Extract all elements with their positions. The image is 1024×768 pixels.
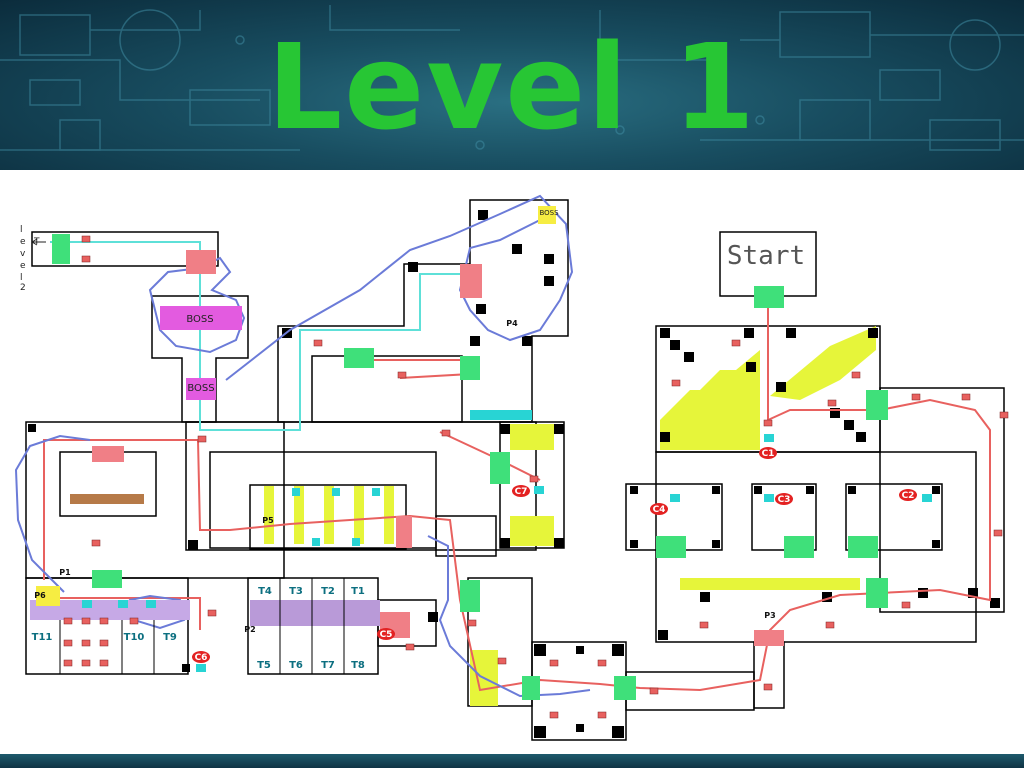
turret-cell-dividers [59, 578, 345, 674]
map-walls [25, 199, 1005, 741]
checkpoint-c5-badge [377, 628, 395, 640]
checkpoint-c1-badge [759, 447, 777, 459]
boss-area-bottom [186, 378, 216, 400]
turret-t9: T9 [163, 632, 177, 643]
turret-t2: T2 [321, 586, 335, 597]
side-letter-4: e [20, 261, 26, 271]
side-letter-2: e [20, 237, 26, 247]
checkpoint-c4: C4 [653, 505, 666, 515]
checkpoint-badges [192, 447, 917, 663]
turret-t1: T1 [351, 586, 365, 597]
turret-blocks [30, 410, 532, 626]
boss-area-top [160, 306, 242, 330]
key-items [82, 434, 932, 672]
turret-t10: T10 [124, 632, 145, 643]
player-marker-p2: P2 [244, 625, 255, 634]
turret-t3: T3 [289, 586, 303, 597]
boss-area-corner [538, 206, 556, 224]
checkpoint-c1: C1 [762, 449, 775, 459]
header-banner: Level 1 [0, 0, 1024, 170]
side-letter-3: v [20, 249, 26, 259]
checkpoint-c2: C2 [902, 491, 915, 501]
turret-t5: T5 [257, 660, 271, 671]
player-marker-p4: P4 [506, 319, 518, 328]
arrow-left-icon [31, 238, 46, 246]
checkpoint-c3-badge [775, 493, 793, 505]
side-letter-1: l [20, 225, 23, 235]
hazard-zones [264, 326, 876, 706]
exit-to-level-2: l e v e l 2 T [20, 225, 46, 293]
circuit-board-background [0, 5, 1024, 151]
doors [52, 234, 888, 700]
checkpoint-c6: C6 [195, 653, 208, 663]
checkpoint-c7-badge [512, 485, 530, 497]
page-title: Level 1 [267, 18, 757, 156]
boss-label-1: BOSS [186, 314, 213, 325]
turret-t6: T6 [289, 660, 303, 671]
footer-strip [0, 754, 1024, 768]
checkpoint-c2-badge [899, 489, 917, 501]
checkpoint-c5: C5 [380, 630, 393, 640]
player-marker-p1: P1 [59, 568, 71, 577]
turret-t8: T8 [351, 660, 365, 671]
turret-t7: T7 [321, 660, 335, 671]
checkpoint-c4-badge [650, 503, 668, 515]
player-marker-p3: P3 [764, 611, 775, 620]
turret-t4: T4 [258, 586, 272, 597]
boss-areas [160, 206, 556, 400]
checkpoint-c6-badge [192, 651, 210, 663]
checkpoint-c3: C3 [778, 495, 791, 505]
checkpoint-c7: C7 [515, 487, 528, 497]
side-letter-6: 2 [20, 283, 26, 293]
player-marker-p6: P6 [34, 591, 46, 600]
level-map: BOSS BOSS BOSS [14, 194, 1009, 741]
boss-label-3: BOSS [539, 209, 559, 217]
route-lines [14, 194, 991, 698]
boss-label-2: BOSS [187, 383, 214, 394]
start-label: Start [727, 241, 805, 271]
wall-blocks [28, 210, 1000, 738]
player-marker-p5: P5 [262, 516, 274, 525]
side-letter-5: l [20, 273, 23, 283]
turret-t11: T11 [32, 632, 53, 643]
switches [63, 235, 1009, 719]
